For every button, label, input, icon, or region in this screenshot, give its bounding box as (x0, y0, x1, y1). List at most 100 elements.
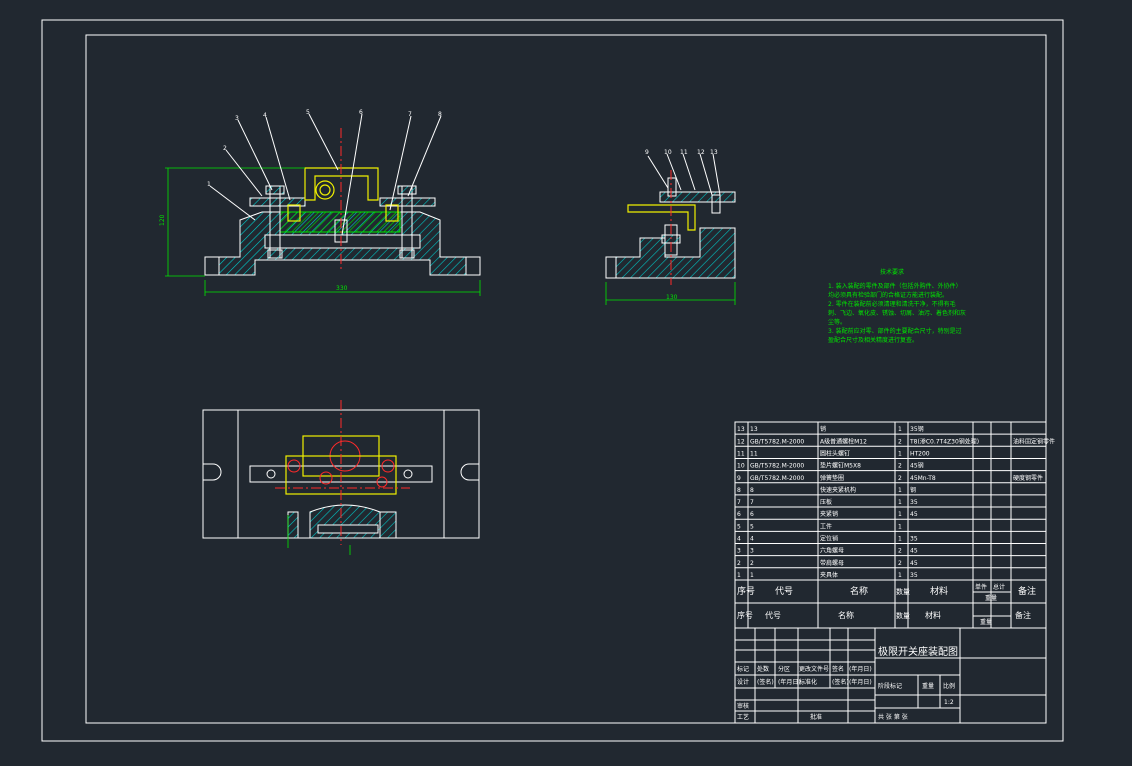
balloon-5: 5 (306, 109, 310, 116)
balloon-1: 1 (207, 181, 211, 188)
bom-cell-name: 夹紧销 (820, 510, 838, 518)
bom-cell-no: 4 (737, 536, 741, 543)
hdr-name: 名称 (850, 585, 868, 597)
bom-cell-mat: 35钢 (910, 425, 924, 433)
bom-cell-note: 油料固定钢零件 (1013, 437, 1055, 445)
bom-cell-no: 6 (737, 511, 741, 518)
front-balloon-labels: 1 2 3 4 5 6 7 8 (207, 109, 442, 188)
bom-cell-name: 圆柱头螺钉 (820, 449, 850, 457)
bom-cell-note: 硬度钢零件 (1013, 474, 1043, 482)
tech-note-line-7: 盈配合尺寸及相关精度进行复查。 (828, 336, 918, 344)
tb-std-date: (年月日) (849, 678, 872, 686)
hdr-qty: 数量 (896, 587, 910, 596)
tb-zone: 分区 (778, 665, 790, 673)
tech-note-line-5: 尘等。 (828, 318, 846, 326)
bom-cell-code: 11 (750, 450, 758, 457)
hdr2-name: 名称 (838, 610, 854, 620)
tech-note-line-6: 3. 装配前应对零、部件的主要配合尺寸，特别是过 (828, 327, 962, 335)
bom-cell-qty: 2 (898, 438, 902, 445)
balloon-10: 10 (664, 149, 672, 156)
bom-cell-mat: T8(渗C0.7T4Z30钢处理) (909, 437, 979, 445)
balloon-9: 9 (645, 149, 649, 156)
tb-design-sign: (签名) (757, 678, 774, 686)
bom-cell-name: 工件 (820, 522, 832, 530)
hdr-weight: 重量 (985, 594, 997, 602)
bom-cell-no: 3 (737, 548, 741, 555)
bom-cell-no: 13 (737, 426, 745, 433)
bom-cell-mat: 45 (910, 511, 918, 518)
hdr2-weight: 重量 (980, 618, 992, 626)
tech-note-line-1: 1. 装入装配的零件及部件（包括外购件、外协件） (828, 282, 962, 290)
balloon-6: 6 (359, 109, 363, 116)
bom-cell-qty: 1 (898, 523, 902, 530)
bom-cell-code: 1 (750, 572, 754, 579)
hdr-mat: 材料 (930, 585, 948, 597)
bom-cell-name: 销 (820, 425, 826, 433)
balloon-2: 2 (223, 145, 227, 152)
bom-cell-code: 4 (750, 536, 754, 543)
side-balloon-labels: 9 10 11 12 13 (645, 149, 718, 156)
hdr-unit: 单件 (975, 583, 987, 591)
hdr-no: 序号 (737, 585, 755, 597)
bom-cell-qty: 1 (898, 499, 902, 506)
tb-process: 工艺 (737, 713, 749, 721)
bom-cell-qty: 1 (898, 511, 902, 518)
bom-cell-mat: 35 (910, 536, 918, 543)
bom-cell-name: 垫片螺钉M5X8 (820, 462, 861, 470)
drawing-title: 极限开关座装配图 (878, 645, 958, 658)
bom-cell-no: 12 (737, 438, 745, 445)
bom-cell-qty: 2 (898, 475, 902, 482)
bom-cell-name: 夹具体 (820, 571, 838, 579)
hdr-total: 总计 (993, 583, 1005, 591)
bom-cell-mat: 35 (910, 572, 918, 579)
bom-cell-code: 7 (750, 499, 754, 506)
balloon-12: 12 (697, 149, 705, 156)
bom-cell-no: 10 (737, 463, 745, 470)
tb-sheets: 共 张 第 张 (878, 713, 908, 721)
top-view (202, 400, 480, 555)
tech-note-line-3: 2. 零件在装配前必须清理和清洗干净，不得有毛 (828, 300, 956, 308)
tb-design-date: (年月日) (778, 678, 801, 686)
tech-note-line-4: 刺、飞边、氧化皮、锈蚀、切屑、油污、着色剂和灰 (828, 309, 966, 317)
bom-cell-mat: 45 (910, 560, 918, 567)
tech-notes-title: 技术要求 (880, 268, 904, 276)
bom-cell-qty: 2 (898, 548, 902, 555)
tb-design: 设计 (737, 678, 749, 686)
tb-date: (年月日) (849, 665, 872, 673)
bom-cell-name: 六角螺母 (820, 547, 844, 555)
bom-cell-name: A级普通螺栓M12 (820, 437, 867, 445)
dim-front-width: 330 (336, 285, 348, 292)
tb-std-sign: (签名) (832, 678, 849, 686)
tb-weight: 重量 (922, 682, 934, 690)
bom-cell-code: GB/T5782.M-2000 (750, 438, 804, 445)
bom-cell-mat: 钢 (910, 486, 916, 494)
balloon-3: 3 (235, 115, 239, 122)
side-view (605, 153, 736, 305)
hdr2-no: 序号 (737, 610, 753, 620)
hdr2-qty: 数量 (896, 611, 910, 620)
bom-cell-code: 13 (750, 426, 758, 433)
tb-review: 审核 (737, 702, 749, 710)
tb-approve: 批准 (810, 713, 822, 721)
balloon-4: 4 (263, 112, 267, 119)
tb-sign: 签名 (832, 665, 844, 673)
bom-cell-no: 11 (737, 450, 745, 457)
tb-scale: 1:2 (944, 699, 954, 706)
bom-cell-code: 8 (750, 487, 754, 494)
bom-cell-code: 2 (750, 560, 754, 567)
tech-note-line-2: 均必须具有检验部门的合格证方能进行装配。 (828, 291, 948, 299)
bom-cell-no: 5 (737, 523, 741, 530)
bom-cell-mat: 45 (910, 548, 918, 555)
hdr2-mat: 材料 (925, 610, 941, 620)
outer-border (41, 19, 1064, 742)
hdr2-note: 备注 (1015, 610, 1031, 620)
dim-front-height: 120 (159, 214, 166, 226)
bom-cell-qty: 2 (898, 560, 902, 567)
hdr-code: 代号 (775, 586, 793, 597)
bom-cell-qty: 1 (898, 536, 902, 543)
bom-cell-no: 2 (737, 560, 741, 567)
bom-cell-mat: 35 (910, 499, 918, 506)
tb-count: 处数 (757, 665, 769, 673)
